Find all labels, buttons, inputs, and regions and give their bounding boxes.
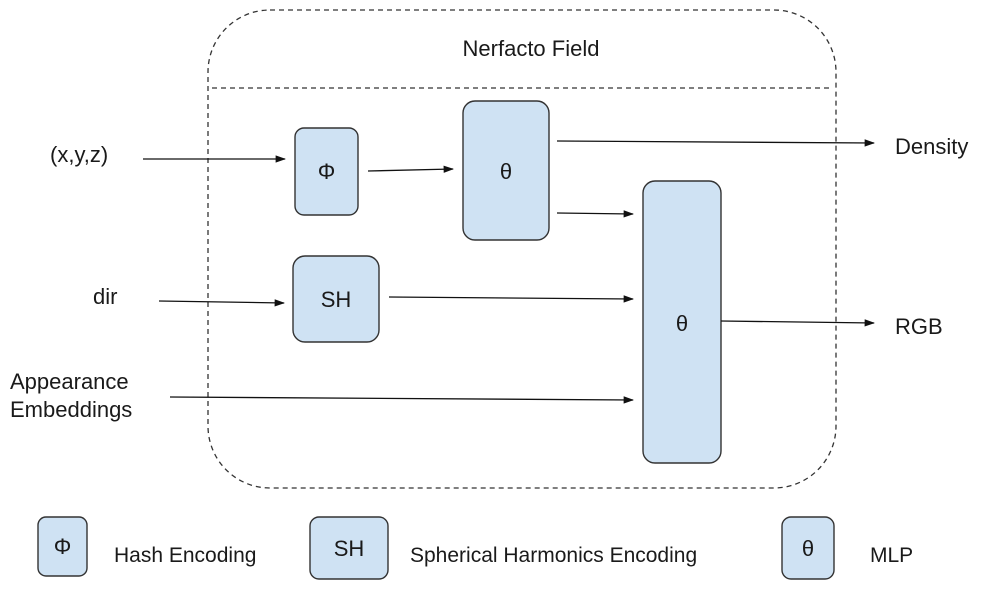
input-direction-label: dir [93, 284, 117, 309]
sh-encoding-symbol: SH [321, 287, 352, 312]
legend-mlp-label: MLP [870, 544, 913, 567]
arrow-sh-to-color-mlp [388, 295, 635, 303]
legend-sh-symbol: SH [334, 536, 365, 561]
field-title: Nerfacto Field [463, 36, 600, 61]
legend-hash-symbol: Φ [54, 534, 72, 559]
legend: Φ Hash Encoding SH Spherical Harmonics E… [37, 516, 913, 580]
legend-item-hash: Φ Hash Encoding [37, 516, 256, 577]
arrow-density-mlp-to-density [556, 139, 876, 147]
hash-encoding-symbol: Φ [318, 159, 336, 184]
legend-item-sh: SH Spherical Harmonics Encoding [309, 516, 697, 580]
arrow-hash-to-density-mlp [367, 165, 455, 173]
arrow-density-mlp-to-color-mlp [556, 210, 635, 218]
legend-sh-label: Spherical Harmonics Encoding [410, 544, 697, 567]
sh-encoding-block: SH [292, 255, 380, 343]
hash-encoding-block: Φ [294, 127, 359, 216]
legend-item-mlp: θ MLP [781, 516, 913, 580]
density-mlp-box [462, 100, 550, 241]
field-boundary [207, 9, 837, 489]
color-mlp-block: θ [642, 180, 722, 464]
hash-encoding-box [294, 127, 359, 216]
input-position-label: (x,y,z) [50, 142, 108, 167]
density-mlp-symbol: θ [500, 159, 512, 184]
arrow-appearance-to-color-mlp [169, 396, 635, 404]
color-mlp-symbol: θ [676, 311, 688, 336]
density-mlp-block: θ [462, 100, 550, 241]
legend-hash-box [37, 516, 88, 577]
sh-encoding-box [292, 255, 380, 343]
arrow-color-mlp-to-rgb [720, 319, 876, 327]
legend-mlp-box [781, 516, 835, 580]
input-appearance-label-line1: Appearance [10, 369, 129, 394]
input-appearance-label-line2: Embeddings [10, 397, 132, 422]
legend-mlp-symbol: θ [802, 536, 814, 561]
legend-sh-box [309, 516, 389, 580]
output-density-label: Density [895, 134, 968, 159]
output-rgb-label: RGB [895, 314, 943, 339]
legend-hash-label: Hash Encoding [114, 544, 256, 567]
color-mlp-box [642, 180, 722, 464]
arrow-direction-to-sh [158, 299, 286, 307]
